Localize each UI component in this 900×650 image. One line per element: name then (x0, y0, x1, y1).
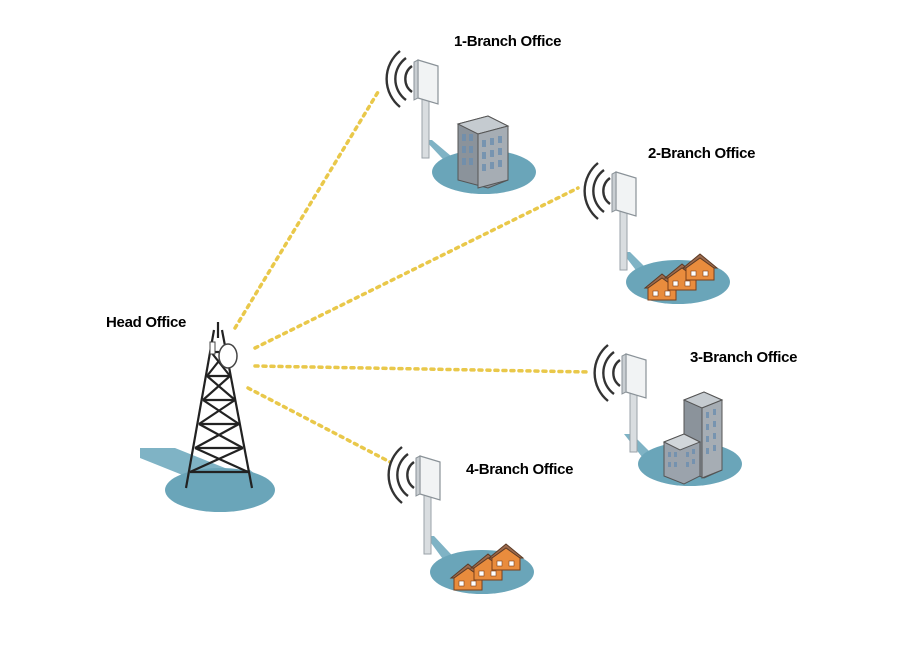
link-branch-1 (233, 90, 380, 330)
link-branch-4 (246, 386, 392, 464)
dish-antenna-icon (209, 341, 238, 369)
antenna-icon (593, 343, 648, 454)
branch-office-3: 3-Branch Office (593, 343, 798, 486)
wireless-links (233, 90, 592, 464)
branch-office-3-label: 3-Branch Office (690, 349, 797, 366)
link-branch-3 (253, 364, 592, 374)
branch-office-2: 2-Branch Office (583, 145, 756, 304)
office-tower-icon (456, 115, 510, 189)
branch-office-1-label: 1-Branch Office (454, 33, 561, 50)
branch-office-2-label: 2-Branch Office (648, 145, 755, 162)
branch-office-4-label: 4-Branch Office (466, 461, 573, 478)
link-branch-2 (253, 186, 580, 350)
high-rise-buildings-icon (662, 391, 724, 485)
branch-office-4: 4-Branch Office (387, 445, 574, 594)
head-office (140, 322, 275, 512)
head-office-label: Head Office (106, 314, 186, 331)
branch-office-1: 1-Branch Office (385, 33, 562, 194)
